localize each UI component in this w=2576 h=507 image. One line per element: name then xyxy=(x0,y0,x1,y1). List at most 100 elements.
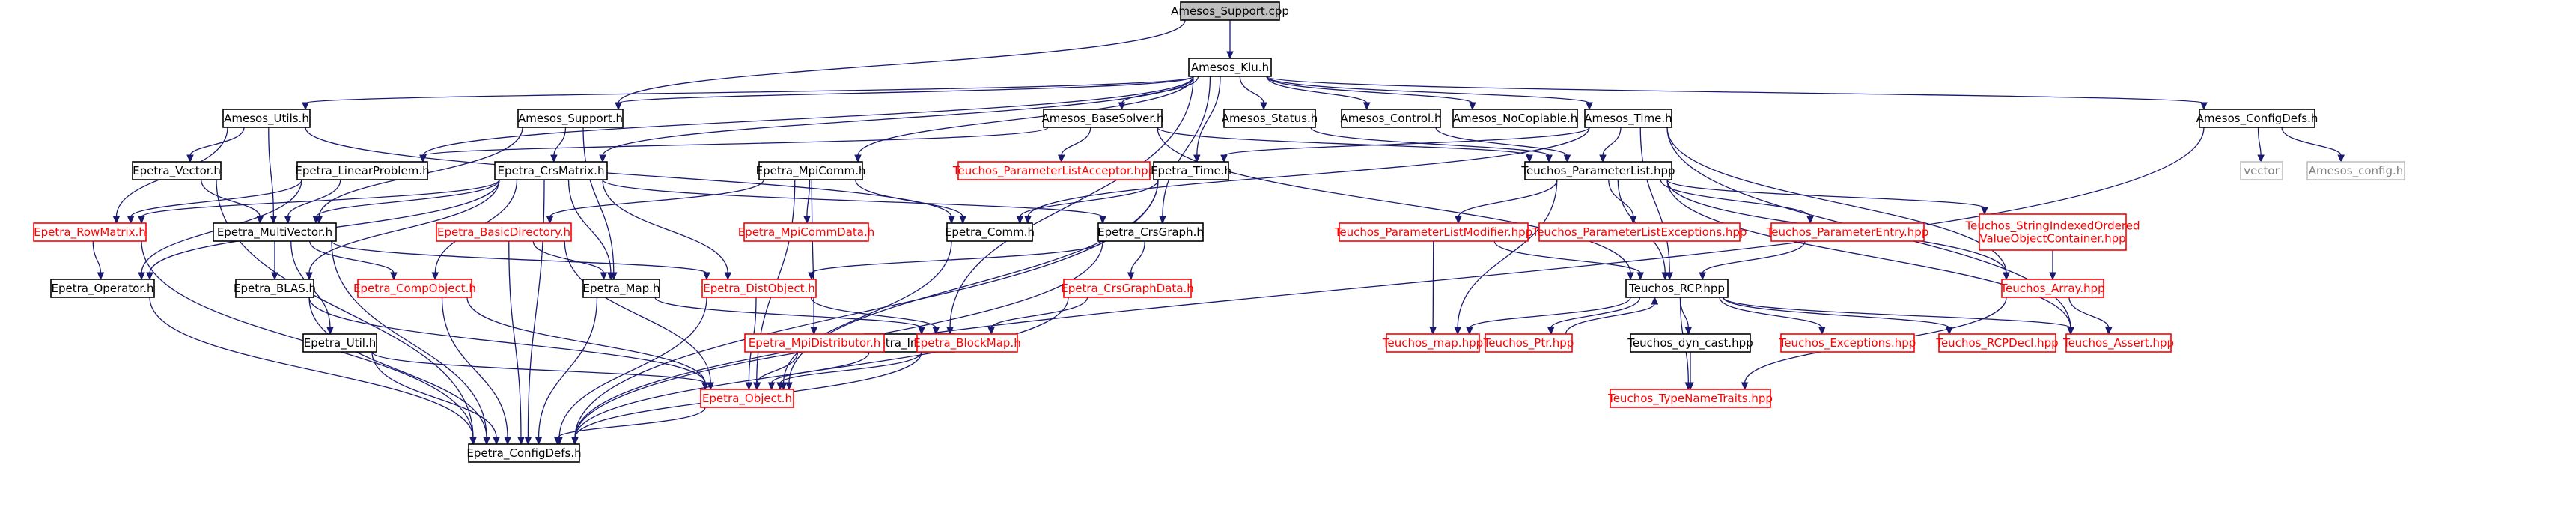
edge-plmodifier-to-rcp xyxy=(1493,240,1645,281)
node-epobject[interactable]: Epetra_Object.h xyxy=(700,389,794,408)
edge-basesolver-to-tplacceptor xyxy=(1057,127,1091,163)
node-linprob[interactable]: Epetra_LinearProblem.h xyxy=(295,161,430,180)
node-paramlist[interactable]: Teuchos_ParameterList.hpp xyxy=(1520,161,1675,180)
node-nocopiable[interactable]: Amesos_NoCopiable.h xyxy=(1452,109,1578,128)
edge-crsmatrix-to-map xyxy=(567,179,615,281)
node-rcp[interactable]: Teuchos_RCP.hpp xyxy=(1625,279,1729,298)
node-blockmap[interactable]: Epetra_BlockMap.h xyxy=(913,333,1021,353)
node-tmap[interactable]: Teuchos_map.hpp xyxy=(1382,333,1483,353)
node-support[interactable]: Amesos_Support.h xyxy=(517,109,624,128)
arrowhead xyxy=(1818,327,1826,336)
edge-basesolver-to-paramlist xyxy=(1157,127,1533,163)
node-crsgraphdata[interactable]: Epetra_CrsGraphData.h xyxy=(1061,279,1194,298)
node-label: Epetra_Time.h xyxy=(1151,164,1231,178)
arrowhead xyxy=(1599,154,1607,163)
node-box xyxy=(1538,222,1741,242)
node-comm[interactable]: Epetra_Comm.h xyxy=(945,222,1035,242)
edge-amtime-to-comm xyxy=(1024,127,1590,225)
node-box xyxy=(946,222,1033,242)
edge-paramentry-to-rcp xyxy=(1699,240,1806,281)
arrowhead xyxy=(808,272,815,281)
edge-amtime-to-rcp xyxy=(1639,127,1674,281)
node-eptime[interactable]: Epetra_Time.h xyxy=(1151,161,1231,180)
node-box xyxy=(357,279,472,298)
node-box xyxy=(1341,109,1441,128)
node-box xyxy=(494,161,608,180)
edge-paramlist-to-tassert xyxy=(1666,179,2074,336)
node-dyncast[interactable]: Teuchos_dyn_cast.hpp xyxy=(1627,333,1753,353)
arrowhead xyxy=(571,437,579,446)
node-rcpdecl[interactable]: Teuchos_RCPDecl.hpp xyxy=(1935,333,2059,353)
node-label: Epetra_Map.h xyxy=(583,282,660,296)
node-box xyxy=(701,279,817,298)
arrowhead xyxy=(1684,327,1693,336)
node-distobject[interactable]: Epetra_DistObject.h xyxy=(701,279,817,298)
node-tptr[interactable]: Teuchos_Ptr.hpp xyxy=(1483,333,1574,353)
node-blas[interactable]: Epetra_BLAS.h xyxy=(234,279,316,298)
arrowhead xyxy=(599,154,606,163)
node-map[interactable]: Epetra_Map.h xyxy=(582,279,660,298)
node-basicdir[interactable]: Epetra_BasicDirectory.h xyxy=(436,222,572,242)
arrowhead xyxy=(810,327,818,336)
edge-mpicomm-to-comm xyxy=(855,179,966,225)
arrowhead xyxy=(776,382,784,391)
edge-distobject-to-blockmap xyxy=(810,297,940,336)
arrowhead xyxy=(431,272,439,281)
node-status[interactable]: Amesos_Status.h xyxy=(1222,109,1318,128)
node-mpicommdata[interactable]: Epetra_MpiCommData.h xyxy=(738,222,875,242)
node-box xyxy=(296,161,428,180)
arrowhead xyxy=(1159,216,1166,225)
edge-basesolver-to-rcp xyxy=(1157,127,1634,281)
node-util[interactable]: Epetra_Util.h xyxy=(302,333,377,353)
node-amtime[interactable]: Amesos_Time.h xyxy=(1584,109,1672,128)
edge-klu-to-status xyxy=(1239,76,1267,111)
edge-util-to-epobject xyxy=(371,351,709,391)
node-label: Epetra_MpiComm.h xyxy=(756,164,866,178)
node-label: Amesos_BaseSolver.h xyxy=(1042,112,1164,126)
node-rowmatrix[interactable]: Epetra_RowMatrix.h xyxy=(33,222,147,242)
arrowhead xyxy=(284,216,292,225)
node-crsgraph[interactable]: Epetra_CrsGraph.h xyxy=(1097,222,1204,242)
node-stringindexed[interactable]: Teuchos_StringIndexedOrderedValueObjectC… xyxy=(1965,213,2140,251)
node-compobject[interactable]: Epetra_CompObject.h xyxy=(353,279,476,298)
node-utils[interactable]: Amesos_Utils.h xyxy=(222,109,311,128)
node-vector[interactable]: Epetra_Vector.h xyxy=(132,161,222,180)
edge-vector-to-configdefs_ep xyxy=(216,179,477,446)
node-operator[interactable]: Epetra_Operator.h xyxy=(50,279,155,298)
arrowhead xyxy=(1469,102,1476,111)
arrowhead xyxy=(1526,154,1533,163)
node-klu[interactable]: Amesos_Klu.h xyxy=(1188,58,1272,77)
node-configdefs_am[interactable]: Amesos_ConfigDefs.h xyxy=(2196,109,2318,128)
node-label: Epetra_BLAS.h xyxy=(234,282,316,296)
node-root[interactable]: Amesos_Support.cpp xyxy=(1171,1,1289,21)
arrowhead xyxy=(97,272,105,281)
arrowhead xyxy=(1057,154,1065,163)
node-paramentry[interactable]: Teuchos_ParameterEntry.hpp xyxy=(1766,222,1929,242)
node-typenametraits[interactable]: Teuchos_TypeNameTraits.hpp xyxy=(1607,389,1773,408)
edge-klu-to-control xyxy=(1266,76,1371,111)
node-configdefs_ep[interactable]: Epetra_ConfigDefs.h xyxy=(466,443,582,463)
node-control[interactable]: Amesos_Control.h xyxy=(1341,109,1442,128)
arrowhead xyxy=(854,154,862,163)
arrowhead xyxy=(2049,272,2056,281)
node-basesolver[interactable]: Amesos_BaseSolver.h xyxy=(1042,109,1164,128)
node-crsmatrix[interactable]: Epetra_CrsMatrix.h xyxy=(494,161,608,180)
node-mpidistributor[interactable]: Epetra_MpiDistributor.h xyxy=(744,333,885,353)
node-label: Epetra_BasicDirectory.h xyxy=(437,225,570,240)
node-tplacceptor[interactable]: Teuchos_ParameterListAcceptor.hpp xyxy=(952,161,1155,180)
node-box xyxy=(1223,109,1316,128)
node-plexceptions[interactable]: Teuchos_ParameterListExceptions.hpp xyxy=(1532,222,1747,242)
node-mpicomm[interactable]: Epetra_MpiComm.h xyxy=(756,161,866,180)
edge-klu-to-nocopiable xyxy=(1266,76,1476,111)
edge-paramlist-to-stringindexed xyxy=(1666,179,1988,216)
edge-operator-to-configdefs_ep xyxy=(149,297,477,446)
node-label: Epetra_CompObject.h xyxy=(353,282,476,296)
node-tassert[interactable]: Teuchos_Assert.hpp xyxy=(2062,333,2174,353)
node-tarray[interactable]: Teuchos_Array.hpp xyxy=(2000,279,2105,298)
node-multivector[interactable]: Epetra_MultiVector.h xyxy=(213,222,337,242)
node-label: Amesos_ConfigDefs.h xyxy=(2196,112,2318,126)
node-label: Epetra_MpiCommData.h xyxy=(738,225,875,240)
edge-crsmatrix-to-configdefs_ep xyxy=(524,179,545,446)
node-plmodifier[interactable]: Teuchos_ParameterListModifier.hpp xyxy=(1334,222,1532,242)
node-texceptions[interactable]: Teuchos_Exceptions.hpp xyxy=(1779,333,1916,353)
